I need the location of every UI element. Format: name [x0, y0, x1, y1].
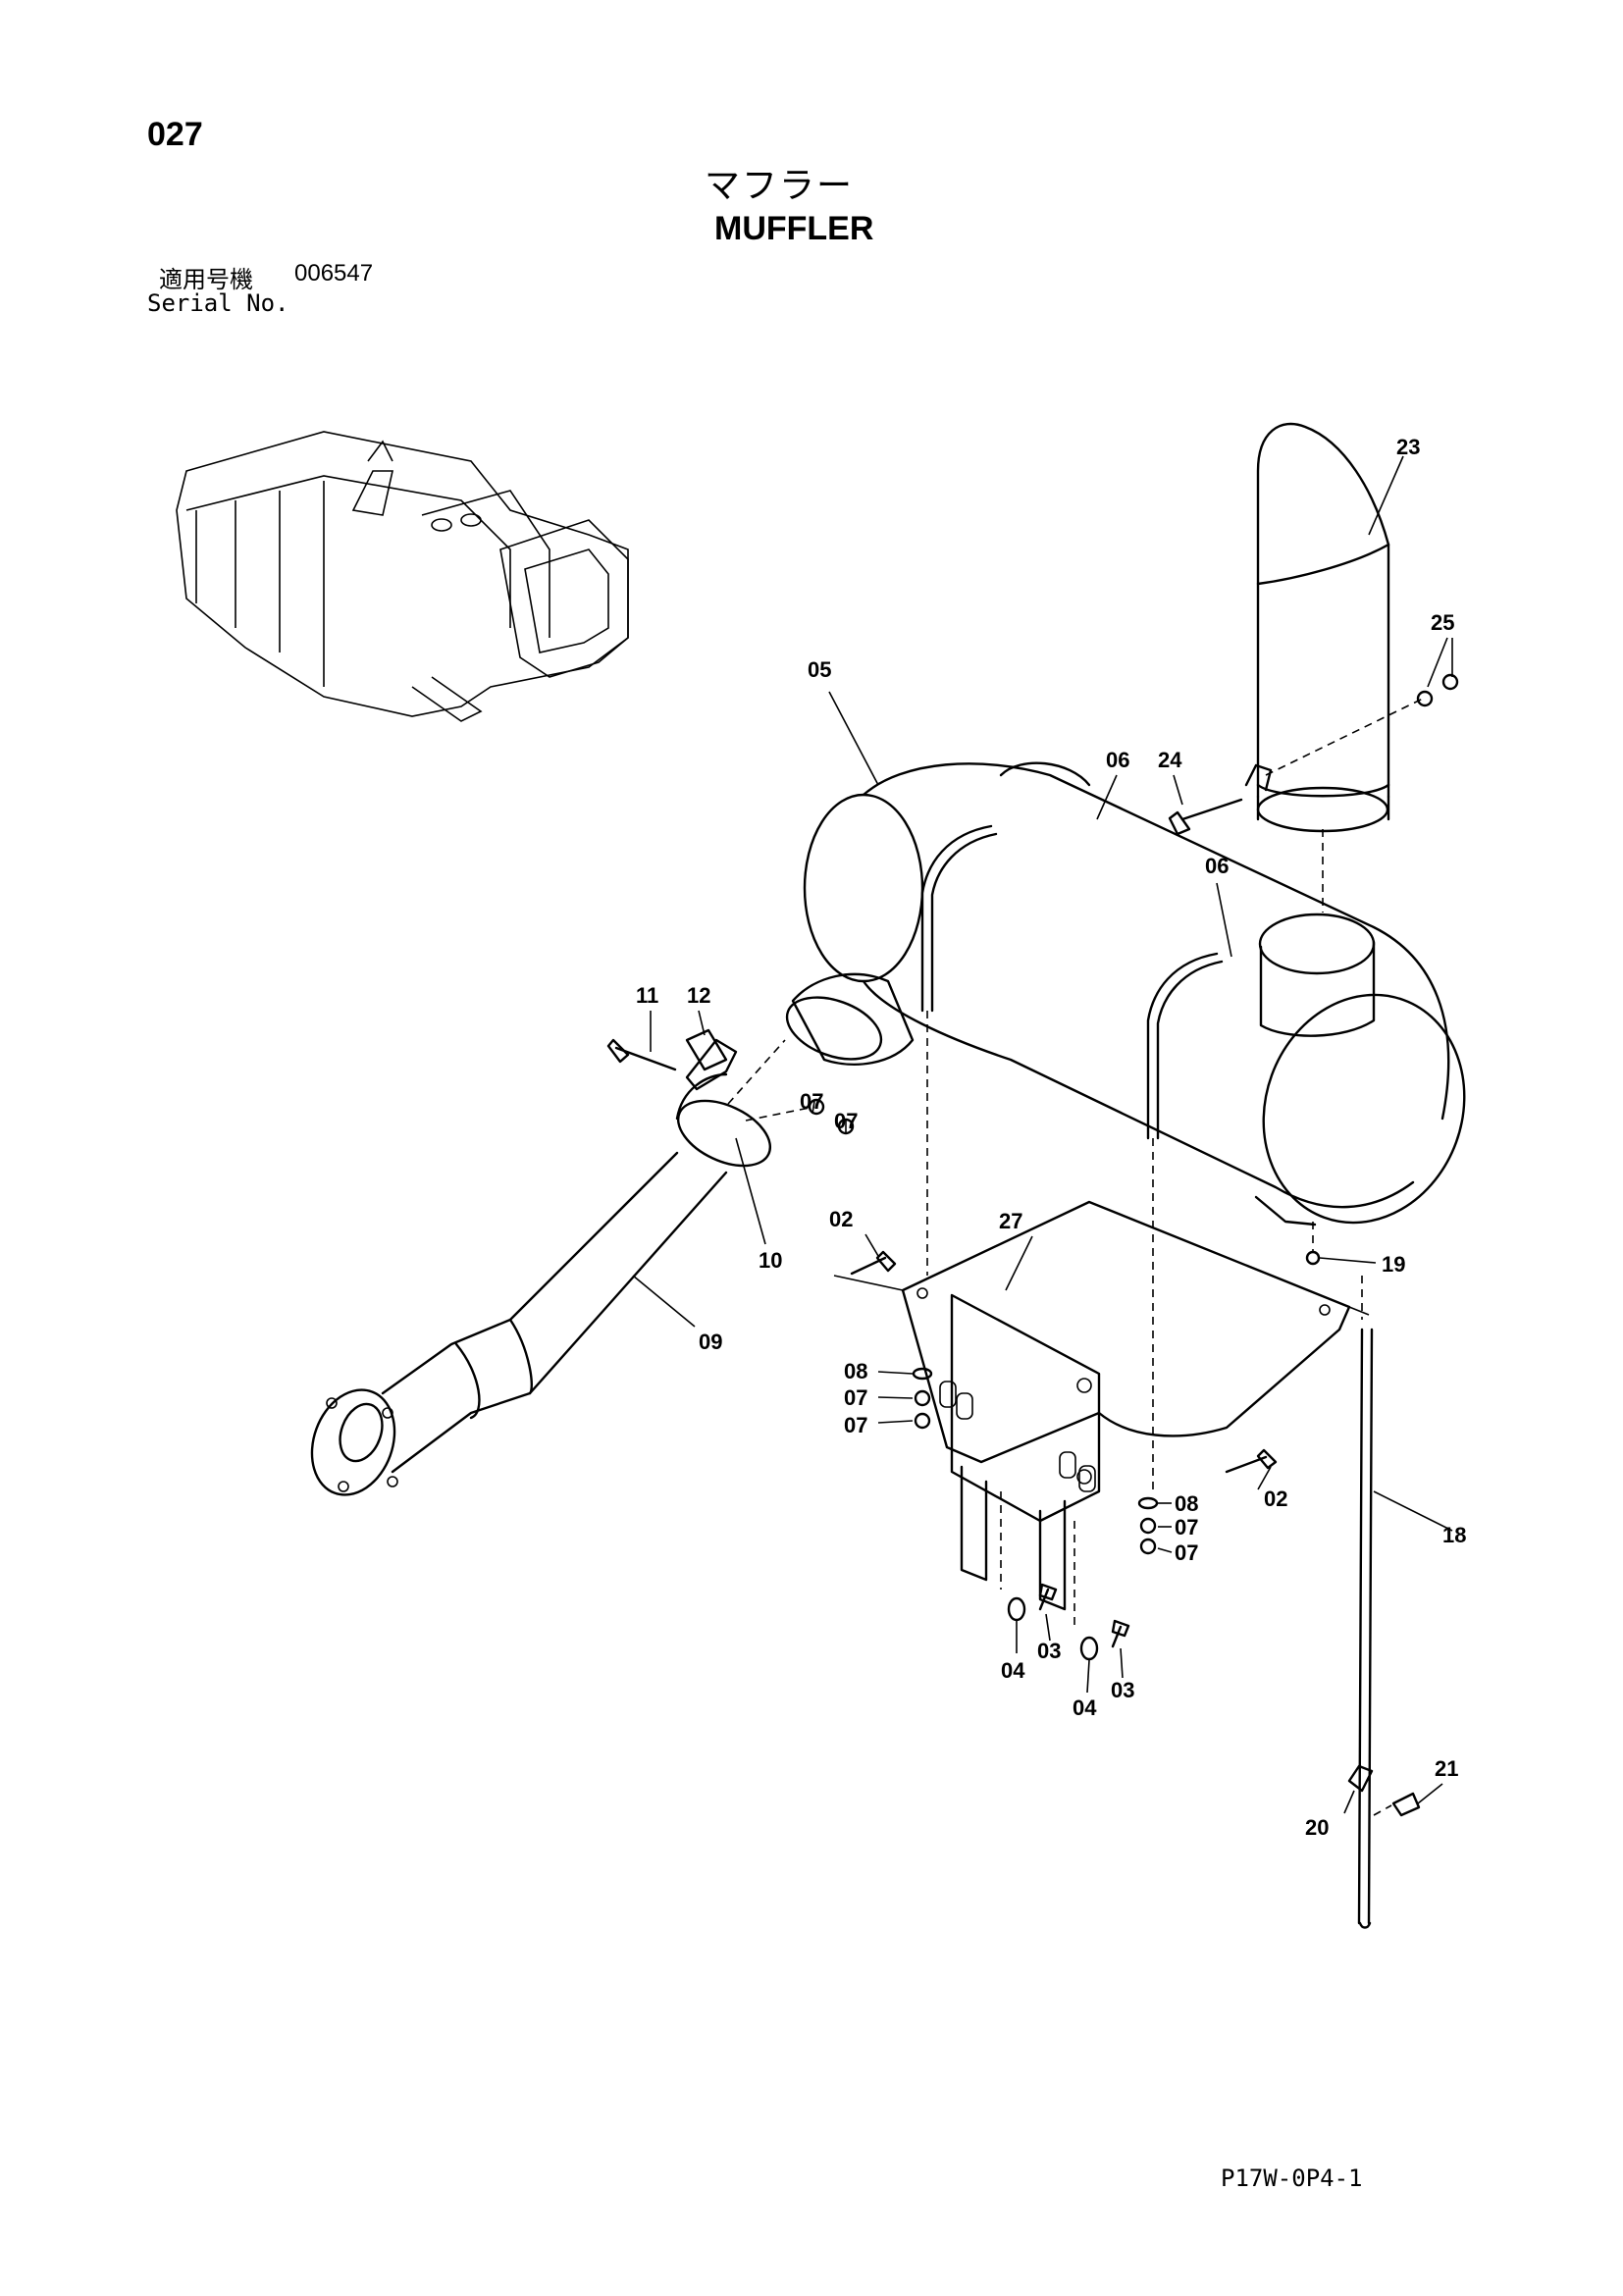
exhaust-pipe	[310, 1151, 728, 1496]
callout-07: 07	[834, 1109, 858, 1133]
callout-08: 08	[1175, 1491, 1198, 1516]
callout-27: 27	[999, 1209, 1022, 1233]
callout-numbers: 23 25 05 06 24 06 11 12 07 07 10 02 27 1…	[636, 435, 1466, 1840]
callout-18: 18	[1442, 1523, 1466, 1547]
callout-20: 20	[1305, 1815, 1329, 1840]
callout-25: 25	[1431, 610, 1454, 635]
callout-04: 04	[1073, 1696, 1097, 1720]
callout-07: 07	[844, 1413, 867, 1437]
callout-23: 23	[1396, 435, 1420, 459]
page-number: 027	[147, 116, 203, 153]
serial-label-japanese: 適用号機	[159, 266, 253, 293]
callout-19: 19	[1382, 1252, 1405, 1277]
callout-leaders	[632, 455, 1453, 1814]
callout-04: 04	[1001, 1658, 1025, 1683]
callout-09: 09	[699, 1330, 722, 1354]
muffler-inlet-pipe	[785, 972, 915, 1066]
callout-06: 06	[1106, 748, 1129, 772]
callout-02: 02	[829, 1207, 853, 1231]
callout-24: 24	[1158, 748, 1182, 772]
callout-21: 21	[1435, 1756, 1458, 1781]
bracket-fasteners	[850, 1250, 1278, 1661]
callout-07: 07	[1175, 1540, 1198, 1565]
callout-07: 07	[844, 1385, 867, 1410]
figure-code: P17W-0P4-1	[1221, 2165, 1363, 2192]
muffler-outlet-pipe	[1258, 913, 1376, 1037]
drain-tube	[1305, 1250, 1421, 1929]
tail-pipe-clamp	[1168, 673, 1459, 836]
assembly-lines	[727, 829, 1392, 1816]
page-title: MUFFLER	[714, 210, 874, 247]
callout-03: 03	[1111, 1678, 1134, 1702]
callout-06: 06	[1205, 854, 1229, 878]
callout-07: 07	[1175, 1515, 1198, 1539]
callout-08: 08	[844, 1359, 867, 1383]
callout-12: 12	[687, 983, 710, 1008]
callout-02: 02	[1264, 1487, 1287, 1511]
serial-number-value: 006547	[294, 260, 374, 287]
callout-05: 05	[808, 657, 831, 682]
machine-location-thumbnail	[176, 431, 629, 722]
callout-03: 03	[1037, 1639, 1061, 1663]
muffler-u-band	[920, 824, 1224, 1140]
callout-11: 11	[636, 983, 658, 1008]
serial-label: Serial No.	[147, 289, 289, 317]
page-title-japanese: マフラー	[705, 166, 855, 206]
tail-pipe	[1256, 422, 1390, 833]
callout-07: 07	[800, 1089, 823, 1114]
muffler-mounting-bracket	[833, 1200, 1370, 1611]
callout-10: 10	[759, 1248, 782, 1273]
